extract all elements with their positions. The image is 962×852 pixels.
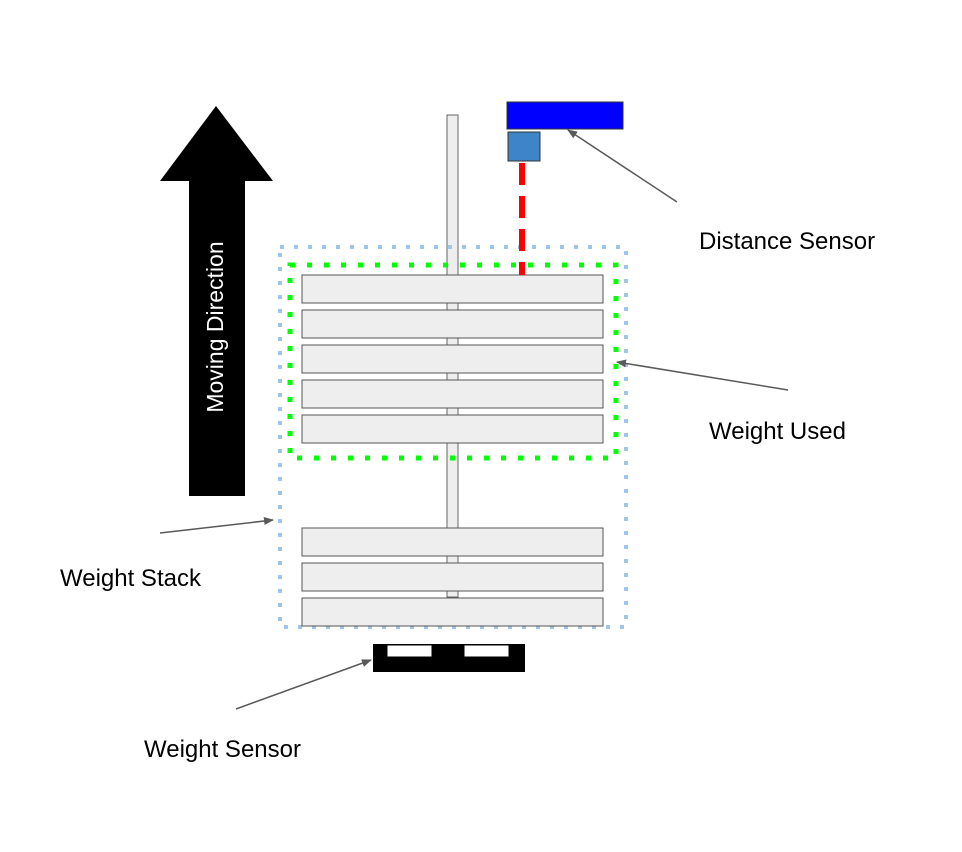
moving-direction-arrow: Moving Direction bbox=[160, 106, 273, 496]
weight-plate bbox=[301, 562, 604, 592]
weight-plate bbox=[301, 344, 604, 374]
distance-sensor-pointer bbox=[567, 129, 678, 203]
weight-stack-outline bbox=[278, 245, 628, 629]
up-arrow-icon bbox=[160, 106, 273, 496]
weight-plate bbox=[301, 274, 604, 304]
scale-sensor-icon bbox=[373, 644, 525, 672]
weight-plate bbox=[301, 414, 604, 444]
weight-plates-used bbox=[301, 274, 604, 444]
weight-sensor-label: Weight Sensor bbox=[144, 736, 301, 763]
weight-sensor-slot bbox=[386, 644, 433, 658]
distance-sensor-head bbox=[507, 131, 541, 162]
weight-used-label: Weight Used bbox=[709, 418, 846, 445]
weight-sensor-slot bbox=[463, 644, 510, 658]
weight-plate bbox=[301, 379, 604, 409]
weight-plates-remaining bbox=[301, 527, 604, 627]
weight-stack-label: Weight Stack bbox=[60, 565, 202, 592]
weight-stack-pointer bbox=[159, 517, 274, 534]
weight-plate bbox=[301, 597, 604, 627]
weight-used-outline bbox=[287, 262, 619, 461]
weight-used-pointer bbox=[616, 359, 789, 391]
distance-sensor-label: Distance Sensor bbox=[699, 228, 875, 255]
moving-direction-label: Moving Direction bbox=[202, 241, 228, 412]
weight-plate bbox=[301, 309, 604, 339]
distance-sensor-icon bbox=[506, 101, 624, 162]
weight-sensor-pointer bbox=[235, 659, 372, 710]
weight-plate bbox=[301, 527, 604, 557]
distance-sensor-bar bbox=[506, 101, 624, 130]
